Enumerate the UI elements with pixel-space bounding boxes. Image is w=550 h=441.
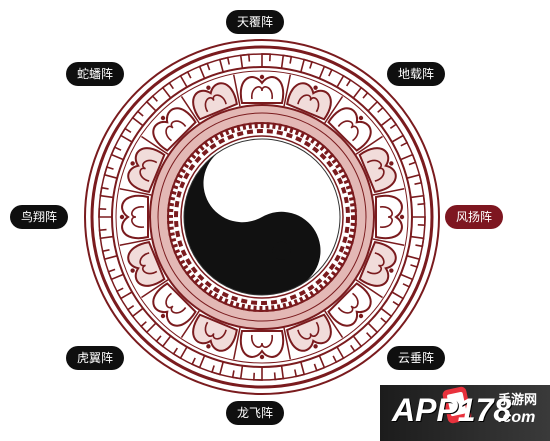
- petal-ring: [119, 74, 405, 360]
- formation-button-top-left[interactable]: 蛇蟠阵: [66, 62, 124, 86]
- fret-band: [98, 53, 426, 381]
- formation-button-top[interactable]: 天覆阵: [226, 10, 284, 34]
- watermark-cn: 手游网: [498, 393, 538, 408]
- watermark-logo: APP178 手游网 .com: [380, 385, 550, 441]
- formation-button-bottom-right[interactable]: 云垂阵: [387, 346, 445, 370]
- formation-button-bottom-left[interactable]: 虎翼阵: [66, 346, 124, 370]
- formation-button-bottom[interactable]: 龙飞阵: [226, 401, 284, 425]
- formation-button-top-right[interactable]: 地载阵: [387, 62, 445, 86]
- watermark-domain: .com: [498, 409, 536, 426]
- formation-button-right[interactable]: 风扬阵: [445, 205, 503, 229]
- formation-button-left[interactable]: 鸟翔阵: [10, 205, 68, 229]
- watermark-brand: APP178: [392, 392, 512, 428]
- yin-yang-symbol: [183, 138, 341, 296]
